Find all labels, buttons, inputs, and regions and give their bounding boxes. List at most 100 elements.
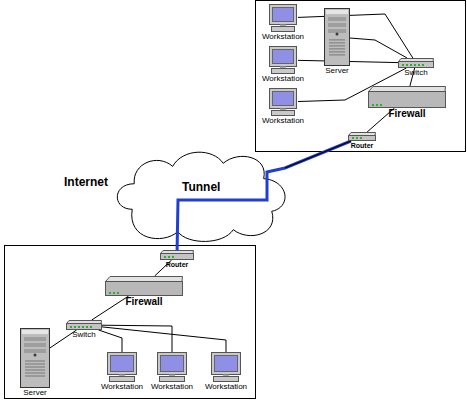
device-label: Workstation — [137, 383, 207, 391]
switch-node: Switch — [66, 320, 102, 330]
device-icon — [106, 352, 138, 382]
status-light — [402, 64, 404, 66]
monitor-body — [108, 353, 137, 375]
vent-line — [329, 45, 345, 46]
drive-bay — [24, 337, 46, 341]
monitor-body — [270, 89, 297, 109]
status-light — [414, 64, 416, 66]
vent-line — [25, 373, 45, 374]
status-light — [78, 326, 80, 328]
monitor-screen — [161, 356, 184, 372]
monitor-screen — [273, 92, 294, 106]
device-front — [349, 136, 376, 141]
internet-cloud: Internet — [112, 148, 294, 245]
network-cable — [298, 14, 413, 58]
network-cable — [102, 327, 226, 352]
server-top — [22, 330, 48, 334]
monitor-body — [270, 5, 297, 25]
firewall-node: Firewall — [368, 86, 446, 108]
server-top — [326, 10, 348, 14]
workstation-node: Workstation — [156, 352, 188, 382]
power-light — [34, 354, 37, 357]
device-label: Switch — [381, 69, 451, 77]
device-label: Switch — [49, 331, 119, 339]
computer-base — [272, 111, 295, 116]
router-node: Router — [160, 250, 194, 260]
device-label: Workstation — [87, 383, 157, 391]
network-cable — [102, 325, 172, 352]
monitor-screen — [215, 356, 238, 372]
status-light — [168, 256, 170, 258]
status-light — [352, 137, 354, 139]
switch-node: Switch — [398, 58, 434, 68]
device-front — [369, 92, 446, 108]
device-icon — [160, 250, 194, 260]
device-label: Router — [142, 261, 212, 268]
monitor-screen — [273, 50, 294, 64]
device-front — [67, 324, 102, 330]
vent-line — [25, 370, 45, 371]
vent-line — [25, 367, 45, 368]
vent-line — [329, 48, 345, 49]
device-icon — [398, 58, 434, 68]
monitor-screen — [111, 356, 134, 372]
status-light — [360, 137, 362, 139]
device-front — [106, 282, 183, 296]
network-cable — [99, 330, 122, 352]
computer-base — [272, 27, 295, 32]
device-label: Firewall — [109, 297, 179, 307]
server-node: Server — [20, 328, 50, 388]
uplink-wire — [285, 141, 351, 168]
status-light — [90, 326, 92, 328]
status-light — [406, 64, 408, 66]
monitor-body — [212, 353, 241, 375]
status-light — [422, 64, 424, 66]
device-label: Server — [302, 67, 372, 75]
computer-base — [214, 377, 239, 382]
cloud-label: Internet — [56, 176, 108, 188]
monitor-body — [270, 47, 297, 67]
workstation-node: Workstation — [210, 352, 242, 382]
status-light — [418, 64, 420, 66]
device-icon — [268, 4, 298, 32]
status-light — [70, 326, 72, 328]
status-light — [82, 326, 84, 328]
vent-line — [25, 361, 45, 362]
device-front — [161, 254, 194, 260]
device-icon — [348, 132, 376, 141]
vent-line — [329, 54, 345, 55]
drive-bay — [328, 23, 346, 27]
status-light — [74, 326, 76, 328]
device-icon — [210, 352, 242, 382]
device-top — [399, 59, 434, 62]
server-tower — [21, 329, 50, 388]
network-cable — [92, 296, 129, 320]
status-light — [410, 64, 412, 66]
drive-bay — [24, 343, 46, 347]
firewall-node: Firewall — [105, 276, 183, 296]
device-icon — [156, 352, 188, 382]
cloud-outline — [117, 152, 285, 241]
vent-line — [25, 376, 45, 377]
device-icon — [66, 320, 102, 330]
vent-line — [329, 51, 345, 52]
device-icon — [105, 276, 183, 296]
workstation-node: Workstation — [268, 4, 298, 32]
device-top — [349, 133, 376, 136]
device-icon — [368, 86, 446, 108]
device-icon — [268, 88, 298, 116]
server-tower — [325, 9, 350, 66]
router-node: Router — [348, 132, 376, 141]
status-light — [372, 104, 374, 106]
status-light — [117, 292, 119, 294]
device-top — [369, 87, 446, 92]
device-icon — [20, 328, 50, 388]
workstation-node: Workstation — [268, 46, 298, 74]
device-top — [67, 321, 102, 324]
vent-line — [25, 364, 45, 365]
status-light — [376, 104, 378, 106]
device-label: Workstation — [248, 117, 318, 125]
device-top — [161, 251, 194, 254]
device-front — [399, 62, 434, 68]
power-light — [336, 33, 339, 36]
